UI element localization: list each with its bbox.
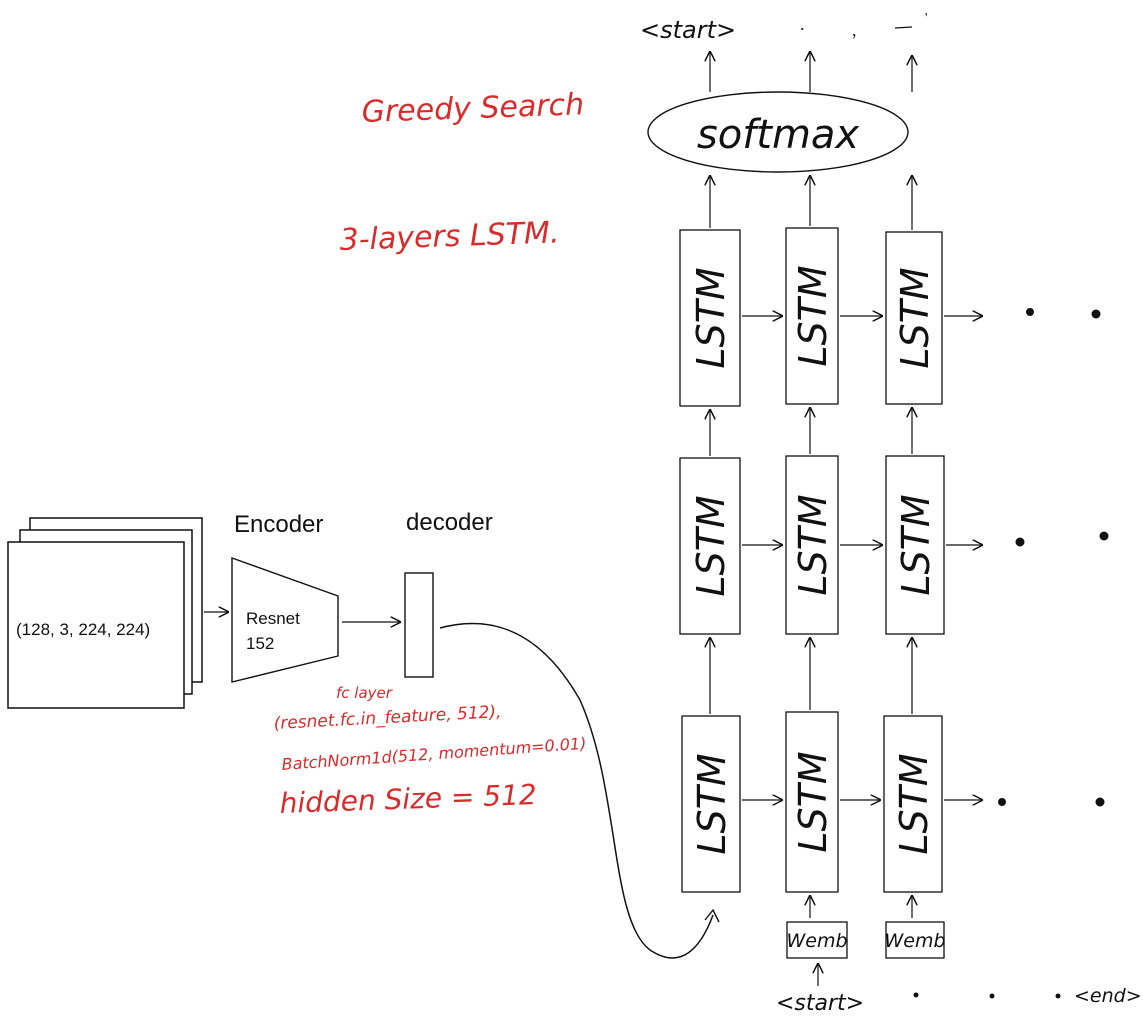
dot-r2-b: [1099, 531, 1109, 541]
curve-fc-to-lstm: [439, 622, 714, 959]
lstm-label-r1-c3: LSTM: [893, 267, 937, 368]
input-start-token: <start>: [776, 991, 864, 1016]
output-dot-2: ,: [852, 20, 857, 40]
fc-layer-box: [404, 572, 434, 678]
dot-r1-a: [1026, 308, 1034, 316]
lstm-cell-r1-c3: [885, 231, 943, 405]
horizontal-arrows: [742, 316, 982, 800]
lstm-cell-r2-c1: [679, 457, 741, 635]
softmax-ellipse: [647, 91, 909, 173]
input-frame-front: [7, 541, 185, 709]
wemb-box-1: [786, 921, 848, 959]
batchnorm-note: BatchNorm1d(512, momentum=0.01): [281, 734, 587, 774]
lstm-cell-r3-c3: [883, 715, 943, 893]
lstm-label-r3-c2: LSTM: [791, 751, 835, 852]
decoder-heading: decoder: [406, 509, 493, 536]
lstm-label-r2-c1: LSTM: [689, 495, 733, 596]
wemb-label-1: Wemb: [786, 930, 847, 952]
greedy-search-note: Greedy Search: [361, 87, 585, 130]
input-end-token: <end>: [1074, 985, 1142, 1007]
lstm-label-r1-c1: LSTM: [689, 267, 733, 368]
curve-arrowhead: [704, 908, 720, 923]
lstm-label-r3-c1: LSTM: [690, 753, 734, 854]
lstm-labels: LSTM LSTM LSTM LSTM LSTM LSTM LSTM LSTM …: [689, 265, 938, 854]
encoder-label-resnet: Resnet: [246, 609, 300, 628]
lstm-label-r1-c2: LSTM: [791, 265, 835, 366]
lstm-cell-r2-c2: [785, 455, 839, 635]
annotations: Greedy Search 3-layers LSTM. fc layer (r…: [273, 87, 587, 820]
vertical-arrows: [710, 408, 912, 714]
output-dot-1: .: [800, 14, 805, 34]
lstm-cell-r1-c2: [785, 227, 839, 405]
lstm-cell-r1-c1: [679, 229, 741, 407]
encoder-heading: Encoder: [234, 511, 323, 538]
continuation-dots: [998, 308, 1109, 807]
dot-r3-b: [1095, 797, 1105, 807]
layers-note: 3-layers LSTM.: [339, 215, 560, 258]
lstm-label-r2-c2: LSTM: [791, 494, 835, 595]
input-shape-label: (128, 3, 224, 224): [16, 620, 150, 639]
lstm-grid: [679, 227, 945, 893]
wemb-label-2: Wemb: [884, 930, 945, 952]
dot-r2-a: [1015, 537, 1025, 547]
hidden-size-note: hidden Size = 512: [279, 778, 537, 820]
encoder-trapezoid: [231, 557, 339, 683]
softmax-label: softmax: [697, 112, 860, 158]
output-dot-3: ': [925, 11, 928, 26]
input-dot-1: [913, 992, 919, 998]
wemb-box-2: [885, 921, 945, 959]
dot-r1-b: [1091, 309, 1101, 319]
dot-r3-a: [998, 798, 1006, 806]
lstm-label-r2-c3: LSTM: [894, 494, 938, 595]
lstm-cell-r3-c2: [785, 711, 839, 893]
lstm-label-r3-c3: LSTM: [892, 753, 936, 854]
output-dash: [894, 26, 913, 29]
fc-layer-args-note: (resnet.fc.in_feature, 512),: [273, 702, 502, 734]
encoder-label-152: 152: [246, 634, 274, 653]
output-start-token: <start>: [640, 16, 736, 44]
fc-layer-note: fc layer: [336, 684, 393, 702]
input-dot-2: [989, 993, 995, 999]
input-image-stack: [7, 517, 203, 709]
input-dot-3: [1055, 993, 1061, 999]
lstm-cell-r2-c3: [885, 455, 945, 635]
lstm-cell-r3-c1: [681, 715, 741, 893]
